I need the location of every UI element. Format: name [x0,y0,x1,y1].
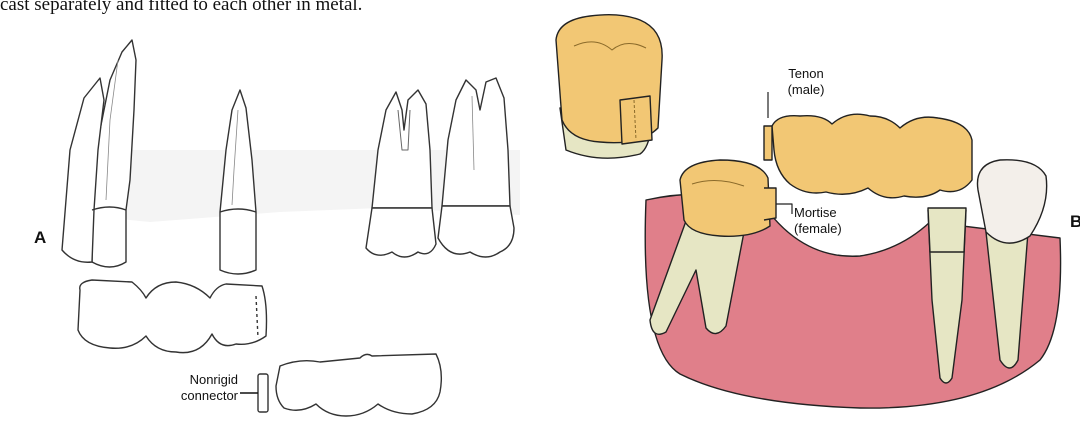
mortise-label-line1: Mortise [794,205,874,221]
inset-crown [556,15,662,159]
panel-a-drawing [62,40,520,416]
panel-b-label: B [1070,212,1080,232]
abutment-tooth-1 [62,40,136,267]
nonrigid-connector-label-line1: Nonrigid [160,372,238,388]
panel-a-label: A [34,228,46,248]
tenon-label-line2: (male) [776,82,836,98]
abutment-tooth-2 [220,90,256,274]
mortise-label-line2: (female) [794,221,874,237]
nonrigid-connector-label: Nonrigid connector [160,372,238,404]
nonrigid-connector-label-line2: connector [160,388,238,404]
pontic-bridge [764,114,972,198]
abutment-tooth-4 [438,78,514,257]
tenon-label: Tenon (male) [776,66,836,98]
abutment-tooth-3 [366,90,436,257]
mortise-label: Mortise (female) [794,205,874,237]
bridge-lower [258,354,441,416]
tenon-label-line1: Tenon [776,66,836,82]
bridge-upper [78,280,267,353]
